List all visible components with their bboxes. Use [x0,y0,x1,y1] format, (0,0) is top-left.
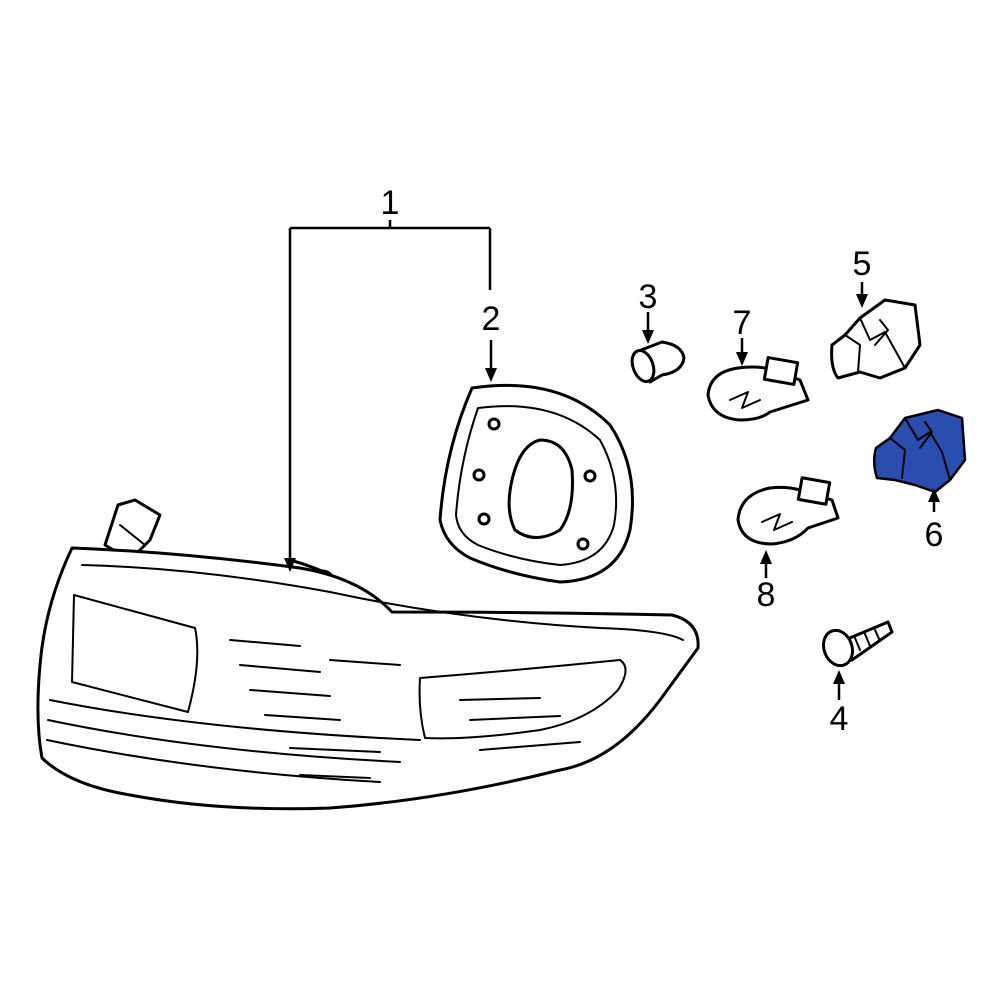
gasket[interactable] [438,383,634,584]
bulb-upper[interactable] [706,356,810,422]
leader-lines [284,220,940,700]
socket-highlighted[interactable] [873,408,967,494]
nut[interactable] [628,340,686,384]
callout-7: 7 [733,304,752,342]
callout-1: 1 [381,184,400,222]
callout-3: 3 [639,278,658,316]
socket[interactable] [830,298,922,380]
tail-lamp-assembly[interactable] [36,498,700,811]
callout-4: 4 [830,700,849,738]
callout-8: 8 [757,576,776,614]
callout-5: 5 [853,245,872,283]
callout-2: 2 [482,300,501,338]
screw[interactable] [819,620,894,670]
bulb-lower[interactable] [736,476,840,546]
callout-6: 6 [925,516,944,554]
